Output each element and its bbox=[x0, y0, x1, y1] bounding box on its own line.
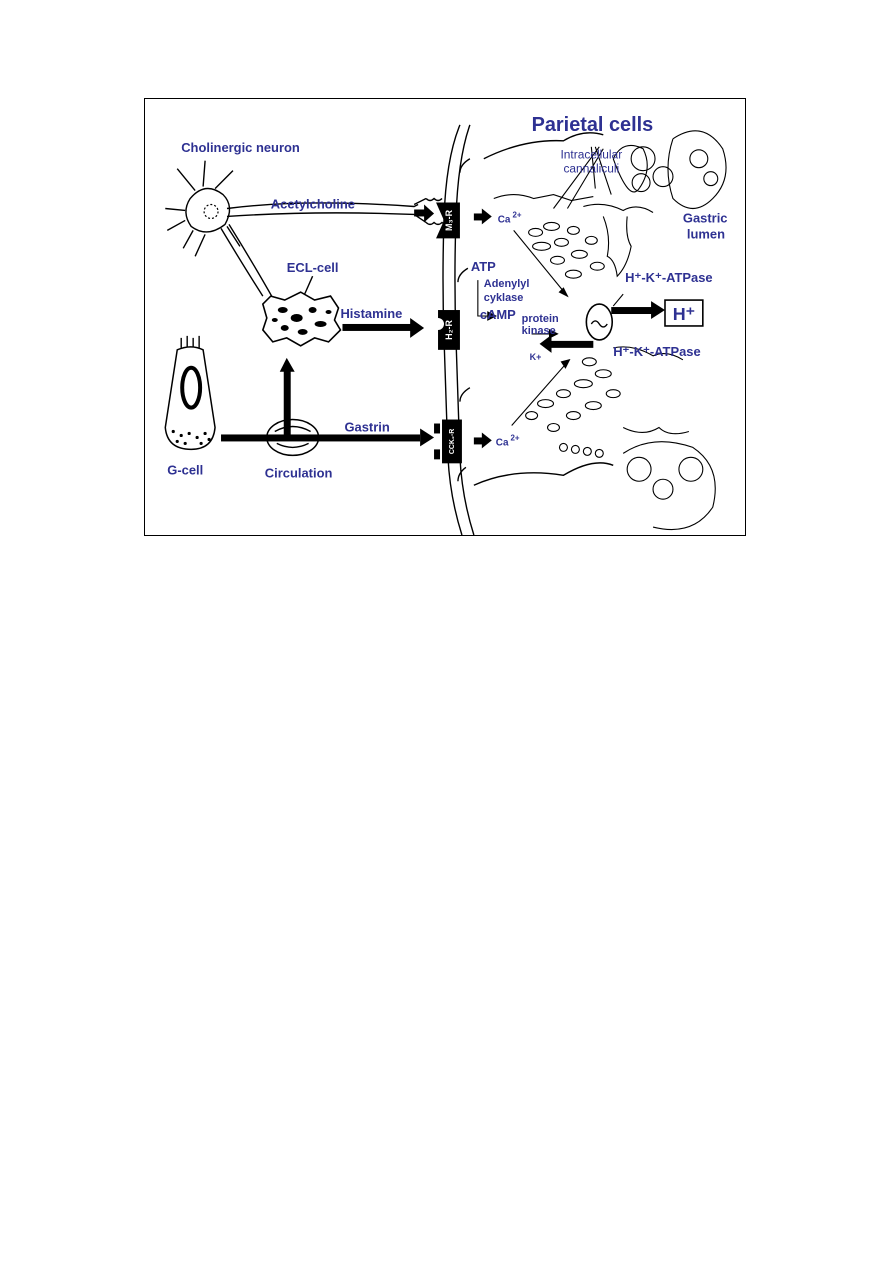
ecl-cell-label: ECL-cell bbox=[287, 260, 339, 275]
cck-receptor-label: CCK₂-R bbox=[449, 429, 456, 455]
proton-pump bbox=[585, 303, 614, 341]
receptor-cck: CCK₂-R bbox=[434, 419, 462, 464]
circulation-label: Circulation bbox=[265, 465, 333, 480]
canaliculi-upper bbox=[493, 130, 727, 279]
cannaliculi-label: cannaliculi bbox=[563, 162, 619, 176]
atp-label: ATP bbox=[471, 259, 496, 274]
h-plus-label: H⁺ bbox=[673, 304, 695, 324]
lumen-label: lumen bbox=[687, 226, 725, 241]
histamine-label: Histamine bbox=[340, 306, 402, 321]
arrows bbox=[221, 204, 665, 449]
parietal-cell-diagram: M₃-R H₂-R CCK₂-R bbox=[144, 98, 746, 536]
receptor-h2: H₂-R bbox=[432, 310, 460, 350]
ecl-cell bbox=[261, 275, 342, 347]
receptor-m3: M₃-R bbox=[436, 202, 460, 239]
signal-lines bbox=[477, 146, 624, 426]
canaliculi-lower bbox=[525, 346, 716, 531]
kinase-label: kinase bbox=[522, 325, 556, 337]
m3-receptor-label: M₃-R bbox=[444, 209, 454, 231]
intracellular-label: Intracellular bbox=[560, 148, 622, 162]
h2-receptor-label: H₂-R bbox=[444, 319, 454, 339]
k-plus-label: K+ bbox=[530, 352, 542, 362]
cyklase-label: cyklase bbox=[484, 292, 524, 304]
g-cell-label: G-cell bbox=[167, 462, 203, 477]
acetylcholine-label: Acetylcholine bbox=[271, 196, 355, 211]
cholinergic-neuron bbox=[165, 160, 459, 299]
h-plus-box bbox=[664, 299, 704, 327]
protein-label: protein bbox=[522, 313, 559, 325]
g-cell bbox=[164, 335, 216, 451]
gastric-label: Gastric bbox=[683, 210, 728, 225]
diagram-title: Parietal cells bbox=[532, 114, 654, 136]
gastrin-label: Gastrin bbox=[344, 419, 389, 434]
atpase-bottom-label: H⁺-K⁺-ATPase bbox=[613, 344, 700, 359]
camp-label: cAMP bbox=[480, 307, 516, 322]
labels: Parietal cells Cholinergic neuron Acetyl… bbox=[167, 114, 727, 480]
atpase-top-label: H⁺-K⁺-ATPase bbox=[625, 270, 712, 285]
adenylyl-label: Adenylyl bbox=[484, 278, 530, 290]
diagram-canvas: M₃-R H₂-R CCK₂-R bbox=[164, 114, 728, 535]
cholinergic-neuron-label: Cholinergic neuron bbox=[181, 140, 300, 155]
